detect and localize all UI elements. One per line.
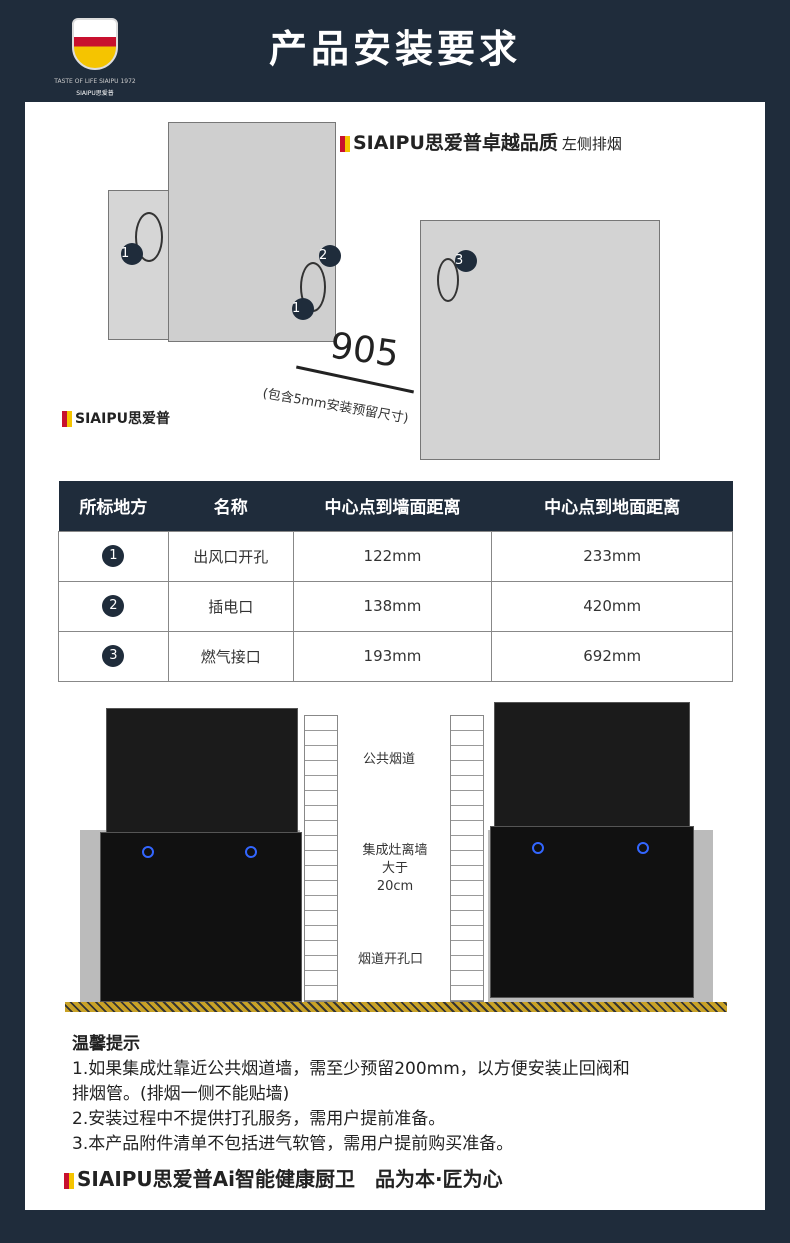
knob-icon	[245, 846, 257, 858]
col-header-mark: 所标地方	[58, 481, 169, 531]
row-name: 插电口	[167, 580, 294, 632]
marker-3: 3	[455, 250, 477, 272]
vent-hole-1	[135, 212, 163, 262]
tip-line: 排烟管。(排烟一侧不能贴墙)	[72, 1084, 290, 1104]
col-header-floor: 中心点到地面距离	[491, 481, 733, 531]
tips-section: 温馨提示 1.如果集成灶靠近公共烟道墙，需至少预留200mm，以方便安装止回阀和…	[72, 1032, 630, 1157]
left-stove-hood	[106, 708, 298, 834]
row-name: 出风口开孔	[167, 530, 294, 582]
row-name: 燃气接口	[167, 630, 294, 682]
shield-emblem	[72, 18, 118, 70]
footer-slogan: SIAIPU思爱普Ai智能健康厨卫品为本·匠为心	[64, 1163, 503, 1192]
marker-1b: 1	[292, 298, 314, 320]
row-mark: 2	[102, 595, 125, 617]
logo-tagline: TASTE OF LIFE SIAIPU 1972	[54, 78, 136, 85]
flue-wall-left	[304, 715, 338, 1002]
tips-title: 温馨提示	[72, 1034, 140, 1054]
row-wall: 193mm	[292, 630, 493, 682]
row-floor: 692mm	[491, 630, 733, 682]
marker-2: 2	[319, 245, 341, 267]
diagram-brand-small: SIAIPU思爱普	[62, 408, 170, 428]
right-stove-body	[490, 826, 694, 998]
gas-hole-3	[437, 258, 459, 302]
row-mark: 3	[102, 645, 125, 667]
brand-logo: TASTE OF LIFE SIAIPU 1972 SIAIPU思爱普	[30, 8, 160, 97]
flue-wall-right	[450, 715, 484, 1002]
label-flue-hole: 烟道开孔口	[358, 952, 424, 967]
col-header-wall: 中心点到墙面距离	[293, 481, 492, 531]
row-floor: 233mm	[491, 530, 733, 582]
tip-line: 2.安装过程中不提供打孔服务，需用户提前准备。	[72, 1109, 446, 1129]
row-floor: 420mm	[491, 580, 733, 632]
row-mark: 1	[102, 545, 125, 567]
tip-line: 3.本产品附件清单不包括进气软管，需用户提前购买准备。	[72, 1134, 514, 1154]
diagram-brand-title: SIAIPU思爱普卓越品质左侧排烟	[340, 128, 622, 155]
label-public-flue: 公共烟道	[363, 752, 416, 767]
marker-1: 1	[121, 243, 143, 265]
floor	[65, 1002, 727, 1012]
page-title: 产品安装要求	[268, 27, 521, 71]
knob-icon	[142, 846, 154, 858]
tip-line: 1.如果集成灶靠近公共烟道墙，需至少预留200mm，以方便安装止回阀和	[72, 1059, 630, 1079]
logo-brand: SIAIPU思爱普	[76, 90, 114, 97]
table-header-row: 所标地方 名称 中心点到墙面距离 中心点到地面距离	[58, 481, 733, 531]
col-header-name: 名称	[168, 481, 294, 531]
row-wall: 122mm	[292, 530, 493, 582]
left-stove-body	[100, 832, 302, 1002]
knob-icon	[532, 842, 544, 854]
row-wall: 138mm	[292, 580, 493, 632]
right-stove-hood	[494, 702, 690, 828]
knob-icon	[637, 842, 649, 854]
